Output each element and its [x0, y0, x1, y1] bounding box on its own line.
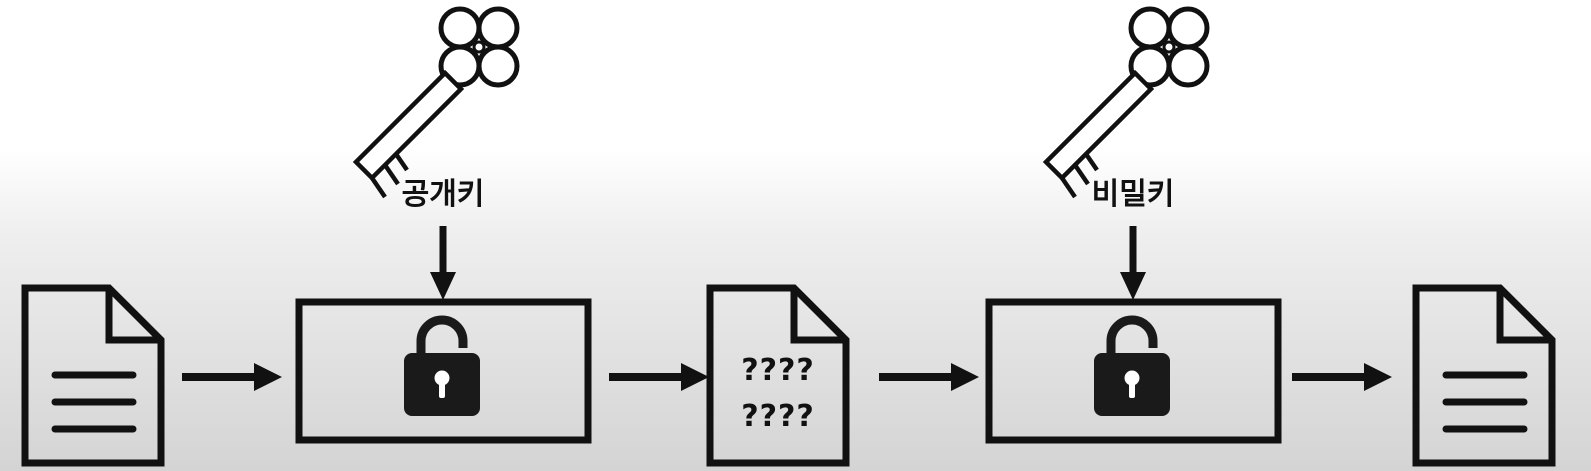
lock-icon — [404, 320, 480, 416]
plaintext-document — [25, 288, 161, 463]
public-key-arrow — [430, 226, 456, 300]
arrow-to-decrypt — [879, 363, 979, 391]
ciphertext-document: ???? ???? — [710, 288, 846, 463]
ciphertext-line-1: ???? — [741, 353, 815, 388]
ciphertext-line-2: ???? — [741, 399, 815, 434]
private-key-label: 비밀키 — [1092, 177, 1175, 212]
encryption-box — [295, 298, 592, 444]
arrow-to-plaintext — [1292, 363, 1392, 391]
arrow-to-ciphertext — [609, 363, 709, 391]
text-lines — [1446, 375, 1524, 429]
key-icon — [1046, 9, 1207, 197]
text-lines — [55, 375, 133, 429]
decryption-box — [985, 298, 1282, 444]
public-key-label: 공개키 — [402, 177, 485, 212]
decrypted-document — [1416, 288, 1552, 463]
arrow-to-encrypt — [182, 363, 282, 391]
private-key: 비밀키 — [1046, 9, 1207, 300]
lock-icon — [1094, 320, 1170, 416]
key-icon — [356, 9, 517, 197]
private-key-arrow — [1120, 226, 1146, 300]
public-key: 공개키 — [356, 9, 517, 300]
